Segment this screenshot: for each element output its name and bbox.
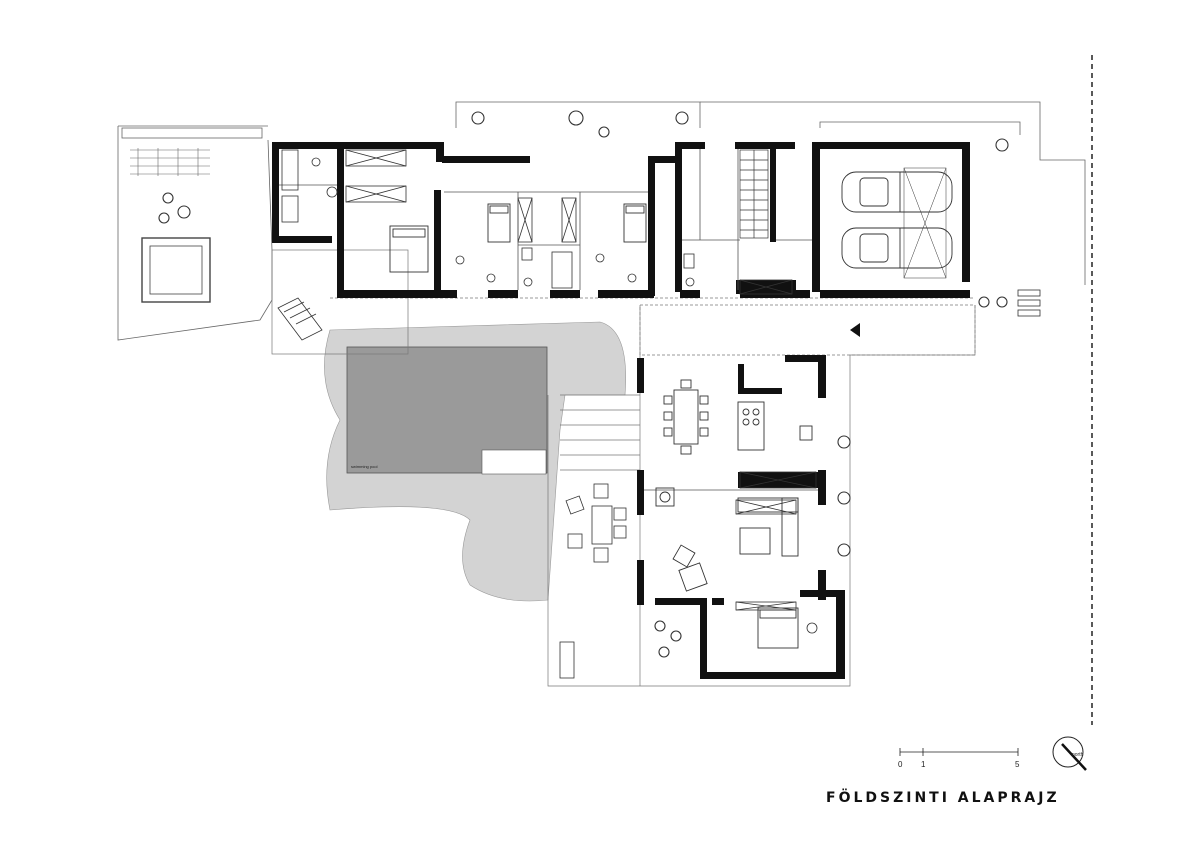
scale-label-0: 0 [898,760,903,769]
svg-text:north: north [1072,752,1084,758]
sun-lounger [277,297,323,341]
room-lines [279,149,818,491]
hot-tub [141,237,211,303]
shrubs [158,110,1009,658]
garden-stairs [130,148,210,176]
entrance-arrow [850,323,860,337]
pool-step [481,449,547,475]
dining-table [663,379,709,455]
scale-label-5: 5 [1015,760,1020,769]
wardrobes [345,149,817,611]
kitchen-island [737,401,813,451]
guest-bed [757,607,799,649]
master-bed [389,225,429,273]
beds [389,203,799,649]
pool-label: swimming pool [351,464,378,469]
scale-bar [899,748,1019,756]
north-arrow-icon: north [1052,736,1087,771]
garage-cars [841,167,953,279]
sofa-set [655,487,799,592]
staircase [739,149,769,239]
outdoor-dining [559,483,627,679]
bed-room-3 [623,203,647,243]
bath-fixtures [281,149,818,634]
scale-label-1: 1 [921,760,926,769]
bed-room-2 [487,203,511,243]
site-outline [117,101,1086,341]
plan-title: FÖLDSZINTI ALAPRAJZ [826,790,1060,806]
bins [1017,289,1041,317]
